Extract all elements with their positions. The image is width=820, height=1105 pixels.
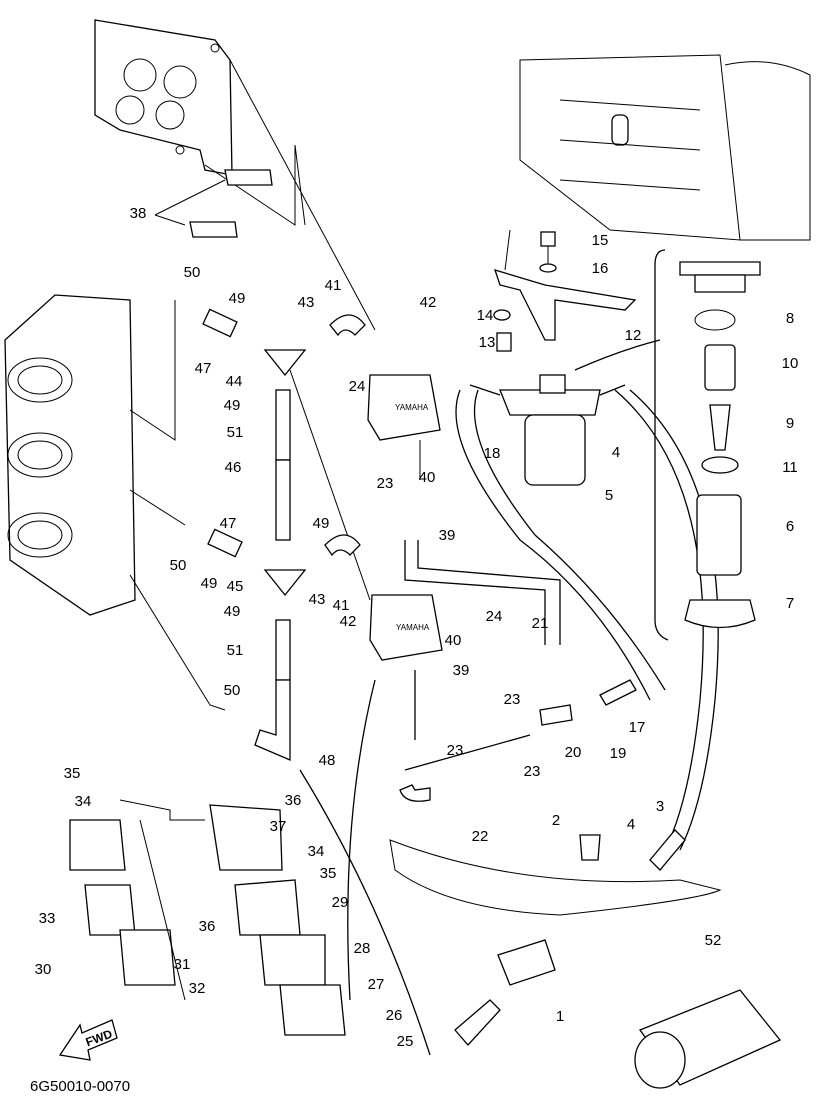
part-number-label: 46 <box>225 459 242 476</box>
part-number-label: 40 <box>419 469 436 486</box>
part-number-label: 44 <box>226 373 243 390</box>
part-number-label: 30 <box>35 961 52 978</box>
fuel-pump-upper: YAMAHA <box>367 374 441 441</box>
part-number-label: 26 <box>386 1007 403 1024</box>
part-number-label: 8 <box>786 310 794 327</box>
fuel-connector-52 <box>634 989 782 1089</box>
crankcase-left <box>4 294 136 616</box>
part-number-label: 24 <box>486 608 503 625</box>
part-number-label: 5 <box>605 487 613 504</box>
part-number-label: 4 <box>612 444 620 461</box>
part-number-label: 23 <box>524 763 541 780</box>
part-number-label: 40 <box>445 632 462 649</box>
cylinder-head-top <box>94 19 233 176</box>
part-number-label: 50 <box>184 264 201 281</box>
part-number-label: 41 <box>333 597 350 614</box>
part-number-label: 21 <box>532 615 549 632</box>
drawing-code: 6G50010-0070 <box>30 1078 130 1095</box>
hose-48 <box>254 679 291 761</box>
part-number-label: 47 <box>220 515 237 532</box>
part-number-label: 19 <box>610 745 627 762</box>
part-number-label: 16 <box>592 260 609 277</box>
part-number-label: 10 <box>782 355 799 372</box>
part-number-label: 37 <box>270 818 287 835</box>
part-number-label: 6 <box>786 518 794 535</box>
part-number-label: 47 <box>195 360 212 377</box>
fuel-filter-assembly <box>469 374 626 486</box>
part-number-label: 17 <box>629 719 646 736</box>
part-number-label: 1 <box>556 1008 564 1025</box>
part-number-label: 51 <box>227 642 244 659</box>
filter-components-panel <box>679 261 761 629</box>
part-number-label: 12 <box>625 327 642 344</box>
part-number-label: 11 <box>782 459 798 476</box>
part-number-label: 49 <box>229 290 246 307</box>
part-number-label: 49 <box>224 603 241 620</box>
part-number-label: 41 <box>325 277 342 294</box>
part-number-label: 29 <box>332 894 349 911</box>
part-number-label: 43 <box>309 591 326 608</box>
part-number-label: 49 <box>201 575 218 592</box>
pump-brand-text: YAMAHA <box>396 623 430 632</box>
part-number-label: 15 <box>592 232 609 249</box>
part-number-label: 23 <box>504 691 521 708</box>
part-number-label: 39 <box>453 662 470 679</box>
part-number-label: 23 <box>377 475 394 492</box>
part-number-label: 13 <box>479 334 496 351</box>
part-number-label: 25 <box>397 1033 414 1050</box>
part-number-label: 2 <box>552 812 560 829</box>
forward-direction-arrow-icon: FWD <box>58 1019 118 1061</box>
part-number-label: 24 <box>349 378 366 395</box>
hose-51-lower <box>275 619 291 681</box>
joint-44 <box>263 349 307 377</box>
part-number-label: 45 <box>227 578 244 595</box>
part-number-label: 34 <box>75 793 92 810</box>
part-number-label: 23 <box>447 742 464 759</box>
hose-51-upper <box>275 389 291 461</box>
part-number-label: 49 <box>224 397 241 414</box>
part-number-label: 31 <box>174 956 191 973</box>
part-number-label: 36 <box>285 792 302 809</box>
part-number-label: 3 <box>656 798 664 815</box>
part-number-label: 50 <box>224 682 241 699</box>
part-number-label: 27 <box>368 976 385 993</box>
part-number-label: 50 <box>170 557 187 574</box>
part-number-label: 43 <box>298 294 315 311</box>
part-number-label: 7 <box>786 595 794 612</box>
fuel-pump-lower: YAMAHA <box>369 594 443 661</box>
part-number-label: 9 <box>786 415 794 432</box>
part-number-label: 28 <box>354 940 371 957</box>
part-number-label: 38 <box>130 205 147 222</box>
hose-46 <box>275 459 291 541</box>
part-number-label: 18 <box>484 445 501 462</box>
part-number-label: 51 <box>227 424 244 441</box>
part-number-label: 34 <box>308 843 325 860</box>
pump-brand-text: YAMAHA <box>395 403 429 412</box>
part-number-label: 49 <box>313 515 330 532</box>
part-number-label: 52 <box>705 932 722 949</box>
engine-upper-right <box>519 54 811 241</box>
part-number-label: 35 <box>320 865 337 882</box>
part-number-label: 42 <box>420 294 437 311</box>
part-number-label: 14 <box>477 307 494 324</box>
part-number-label: 33 <box>39 910 56 927</box>
part-number-label: 36 <box>199 918 216 935</box>
part-number-label: 48 <box>319 752 336 769</box>
part-number-label: 35 <box>64 765 81 782</box>
part-number-label: 22 <box>472 828 489 845</box>
joint-45 <box>263 569 307 597</box>
part-number-label: 4 <box>627 816 635 833</box>
part-number-label: 20 <box>565 744 582 761</box>
part-number-label: 42 <box>340 613 357 630</box>
part-number-label: 39 <box>439 527 456 544</box>
part-number-label: 32 <box>189 980 206 997</box>
